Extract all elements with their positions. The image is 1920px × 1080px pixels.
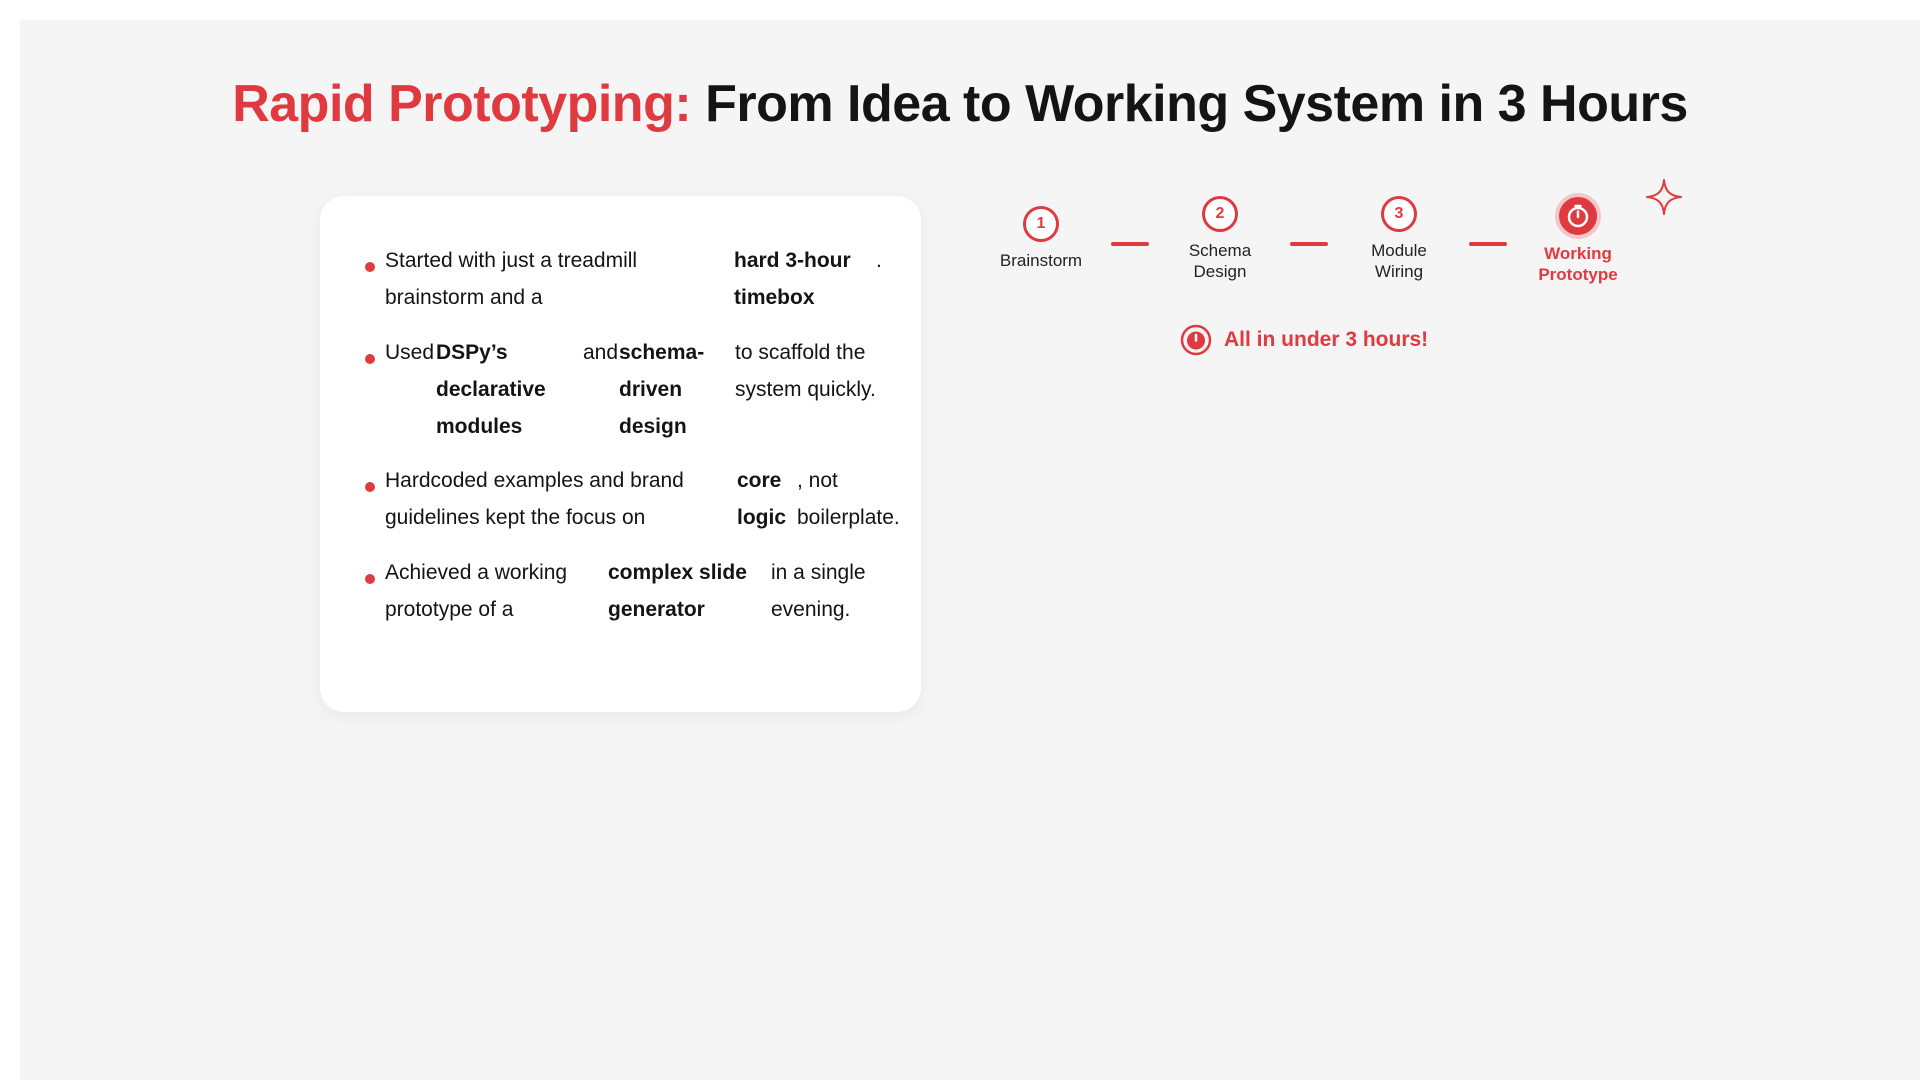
bullet-text: Used: [385, 341, 435, 364]
slide-title: Rapid Prototyping: From Idea to Working …: [0, 74, 1920, 134]
bullet-item: Started with just a treadmill brainstorm…: [365, 242, 895, 316]
timeline-summary: All in under 3 hours!: [1180, 324, 1428, 356]
step-label-line: Prototype: [1538, 265, 1618, 284]
stopwatch-icon: [1180, 324, 1212, 356]
bullet-bold: hard 3-hour timebox: [734, 249, 851, 309]
dot-icon: [365, 262, 375, 272]
slide-canvas: [20, 20, 1920, 1080]
step-label: Module Wiring: [1329, 240, 1469, 282]
bullet-text: Achieved a working prototype of a: [385, 561, 568, 621]
timeline-connector: [1290, 242, 1328, 246]
title-accent: Rapid Prototyping:: [232, 75, 692, 133]
step-label: Schema Design: [1150, 240, 1290, 282]
bullet-bold: DSPy’s declarative modules: [436, 341, 546, 438]
bullet-list: Started with just a treadmill brainstorm…: [320, 196, 921, 712]
step-label-line: Working: [1544, 244, 1612, 263]
step-label: Brainstorm: [971, 250, 1111, 271]
bullet-bold: complex slide generator: [608, 561, 747, 621]
stopwatch-icon-graphic: [1567, 204, 1589, 228]
timeline-step-brainstorm: 1 Brainstorm: [971, 206, 1111, 271]
dot-icon: [365, 354, 375, 364]
step-label-line: Brainstorm: [999, 251, 1083, 270]
bullet-text-end: to scaffold the system quickly.: [735, 341, 876, 401]
step-number-badge: 1: [1023, 206, 1059, 242]
bullet-text-mid: and: [583, 341, 619, 364]
bullet-text-end: , not boilerplate.: [797, 469, 900, 529]
step-label-line: Module: [1371, 241, 1427, 260]
step-number-badge: 2: [1202, 196, 1238, 232]
bullet-bold: core logic: [737, 469, 787, 529]
summary-text: All in under 3 hours!: [1224, 328, 1429, 351]
title-rest: From Idea to Working System in 3 Hours: [705, 75, 1688, 133]
bullet-text: Hardcoded examples and brand guidelines …: [385, 469, 684, 529]
step-label-line: Wiring: [1374, 262, 1424, 281]
bullet-item: Used DSPy’s declarative modules and sche…: [365, 334, 895, 445]
sparkle-icon: [1646, 179, 1682, 215]
timeline-step-module-wiring: 3 Module Wiring: [1329, 196, 1469, 282]
step-label-line: Schema: [1188, 241, 1252, 260]
timeline-connector: [1469, 242, 1507, 246]
bullet-item: Hardcoded examples and brand guidelines …: [365, 462, 900, 536]
step-label: Working Prototype: [1508, 243, 1648, 285]
step-label-line: Design: [1193, 262, 1247, 281]
dot-icon: [365, 482, 375, 492]
content-card: Started with just a treadmill brainstorm…: [320, 196, 921, 712]
timeline-step-schema-design: 2 Schema Design: [1150, 196, 1290, 282]
bullet-text-end: in a single evening.: [771, 561, 866, 621]
bullet-item: Achieved a working prototype of a comple…: [365, 554, 895, 628]
bullet-bold: schema-driven design: [619, 341, 705, 438]
timeline-connector: [1111, 242, 1149, 246]
bullet-text: Started with just a treadmill brainstorm…: [385, 249, 638, 309]
dot-icon: [365, 574, 375, 584]
timeline-step-working-prototype: Working Prototype: [1508, 193, 1648, 285]
bullet-text-end: .: [876, 249, 882, 272]
step-number-badge: 3: [1381, 196, 1417, 232]
stopwatch-icon: [1555, 193, 1601, 239]
